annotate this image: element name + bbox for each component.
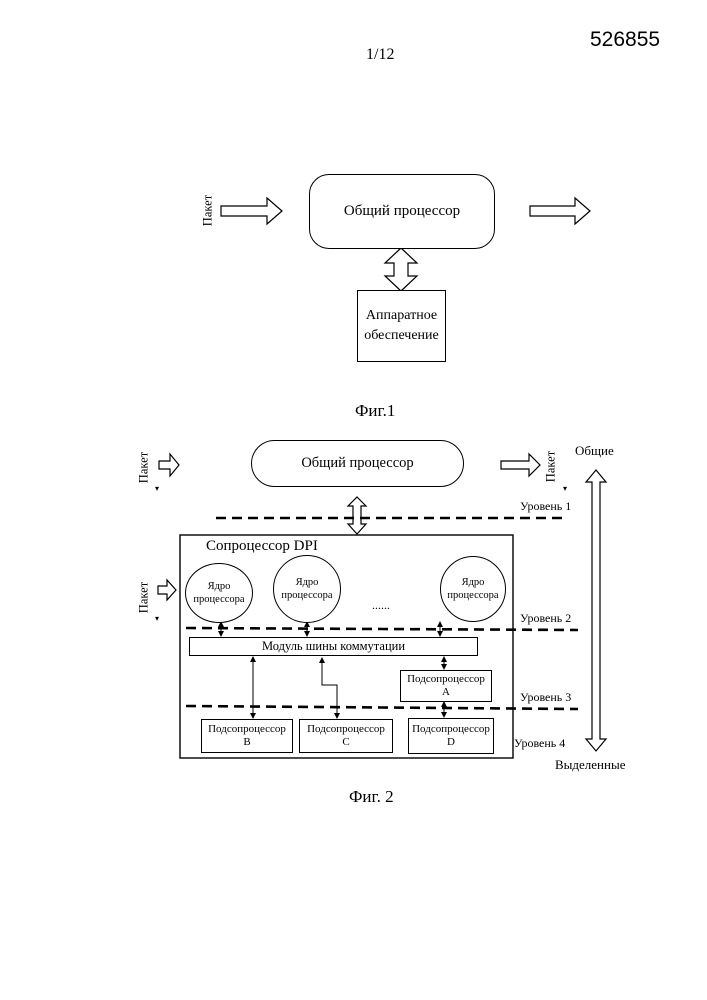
fig2-packet-label-dpi: Пакет	[137, 578, 152, 618]
level-3-line	[186, 706, 578, 709]
level-1-label: Уровень 1	[520, 499, 571, 514]
fig1-double-arrow	[385, 248, 417, 291]
shared-dedicated-axis-arrow	[586, 470, 606, 751]
fig2-caption: Фиг. 2	[349, 787, 394, 807]
fig2-double-arrow	[348, 497, 366, 534]
fig1-hardware-label-line1: Аппаратное	[366, 306, 437, 326]
switching-bus-label: Модуль шины коммутации	[262, 639, 405, 654]
fig1-caption: Фиг.1	[355, 401, 395, 421]
processor-core-3: Ядро процессора	[440, 556, 506, 622]
core-2-line2: процессора	[281, 589, 332, 602]
shared-axis-label: Общие	[575, 443, 614, 459]
fig2-output-arrow	[501, 454, 540, 476]
fig2-input-arrow	[159, 454, 179, 476]
subprocessor-a: Подсопроцессор A	[400, 670, 492, 702]
fig1-input-arrow	[221, 198, 282, 224]
fig1-general-processor: Общий процессор	[309, 174, 495, 249]
level-4-label: Уровень 4	[514, 736, 565, 751]
subprocessor-c-label: Подсопроцессор	[307, 723, 385, 736]
processor-core-2: Ядро процессора	[273, 555, 341, 623]
core-3-line1: Ядро	[462, 576, 485, 589]
level-2-line	[186, 628, 578, 630]
subprocessor-a-letter: A	[442, 686, 450, 699]
dpi-coprocessor-title: Сопроцессор DPI	[206, 538, 318, 555]
subprocessor-b-label: Подсопроцессор	[208, 723, 286, 736]
fig1-hardware-label-line2: обеспечение	[364, 326, 439, 346]
subprocessor-b-letter: B	[243, 736, 250, 749]
subprocessor-c: Подсопроцессор C	[299, 719, 393, 753]
fig1-packet-label: Пакет	[201, 189, 216, 233]
fig1-general-processor-label: Общий процессор	[344, 203, 460, 220]
core-3-line2: процессора	[447, 589, 498, 602]
fig1-output-arrow	[530, 198, 590, 224]
level-3-label: Уровень 3	[520, 690, 571, 705]
fig2-packet-left-dot: ▾	[155, 484, 159, 493]
subprocessor-d: Подсопроцессор D	[408, 718, 494, 754]
subprocessor-c-letter: C	[342, 736, 349, 749]
core-2-line1: Ядро	[296, 576, 319, 589]
switching-bus-module: Модуль шины коммутации	[189, 637, 478, 656]
subprocessor-a-label: Подсопроцессор	[407, 673, 485, 686]
fig1-hardware-box: Аппаратное обеспечение	[357, 290, 446, 362]
fig2-packet-dpi-dot: ▾	[155, 614, 159, 623]
fig2-packet-right-dot: ▾	[563, 484, 567, 493]
subprocessor-d-label: Подсопроцессор	[412, 723, 490, 736]
bus-subproc-c-link	[322, 658, 337, 718]
core-1-line2: процессора	[193, 593, 244, 606]
fig2-packet-label-right: Пакет	[544, 447, 559, 487]
dedicated-axis-label: Выделенные	[555, 757, 625, 773]
fig2-general-processor-label: Общий процессор	[301, 455, 413, 472]
subprocessor-b: Подсопроцессор B	[201, 719, 293, 753]
subprocessor-d-letter: D	[447, 736, 455, 749]
cores-ellipsis: ......	[372, 598, 390, 613]
fig2-packet-label-left: Пакет	[137, 448, 152, 488]
fig2-general-processor: Общий процессор	[251, 440, 464, 487]
processor-core-1: Ядро процессора	[185, 563, 253, 623]
core-1-line1: Ядро	[208, 580, 231, 593]
level-2-label: Уровень 2	[520, 611, 571, 626]
fig2-dpi-input-arrow	[158, 580, 176, 600]
